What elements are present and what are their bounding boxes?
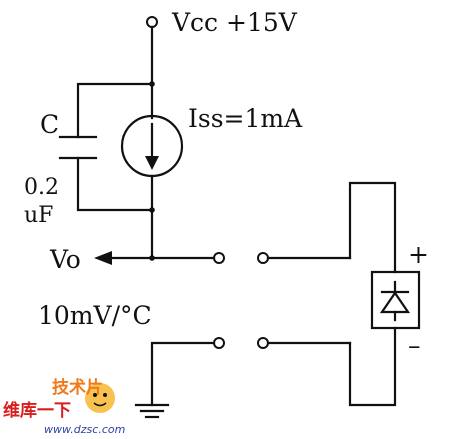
current-arrow-icon — [145, 156, 159, 170]
diode-icon — [379, 291, 411, 314]
junction-mid — [149, 207, 155, 213]
capacitor-label: C — [40, 110, 59, 139]
vcc-label: Vcc +15V — [171, 8, 298, 37]
output-arrow-icon — [94, 251, 112, 265]
plus-label: + — [408, 240, 429, 269]
minus-label: – — [408, 331, 421, 360]
diode-sensor-box — [370, 270, 421, 330]
watermark-logo: 技术片 维库一下 www.dzsc.com — [3, 377, 125, 436]
terminal-upper-right — [257, 252, 269, 264]
capacitor-value-1: 0.2 — [24, 175, 59, 200]
wire-lower-left — [150, 341, 216, 407]
probe-loop-bottom — [348, 326, 397, 407]
output-label: Vo — [49, 245, 81, 274]
capacitor-value-2: uF — [24, 203, 53, 228]
vcc-terminal — [146, 16, 158, 28]
wire-cap-bottom — [76, 156, 154, 212]
terminal-lower-right — [257, 337, 269, 349]
watermark-logo-top: 技术片 — [52, 377, 103, 398]
watermark-logo-face — [85, 383, 115, 413]
terminal-lower-left — [213, 337, 225, 349]
wire-cap-top — [76, 82, 154, 139]
current-source-label: Iss=1mA — [188, 104, 303, 133]
sensitivity-label: 10mV/°C — [38, 301, 152, 330]
terminal-upper-left — [213, 252, 225, 264]
watermark-logo-main: 维库一下 — [3, 400, 71, 421]
watermark-url: www.dzsc.com — [44, 423, 125, 436]
probe-loop — [348, 181, 397, 274]
